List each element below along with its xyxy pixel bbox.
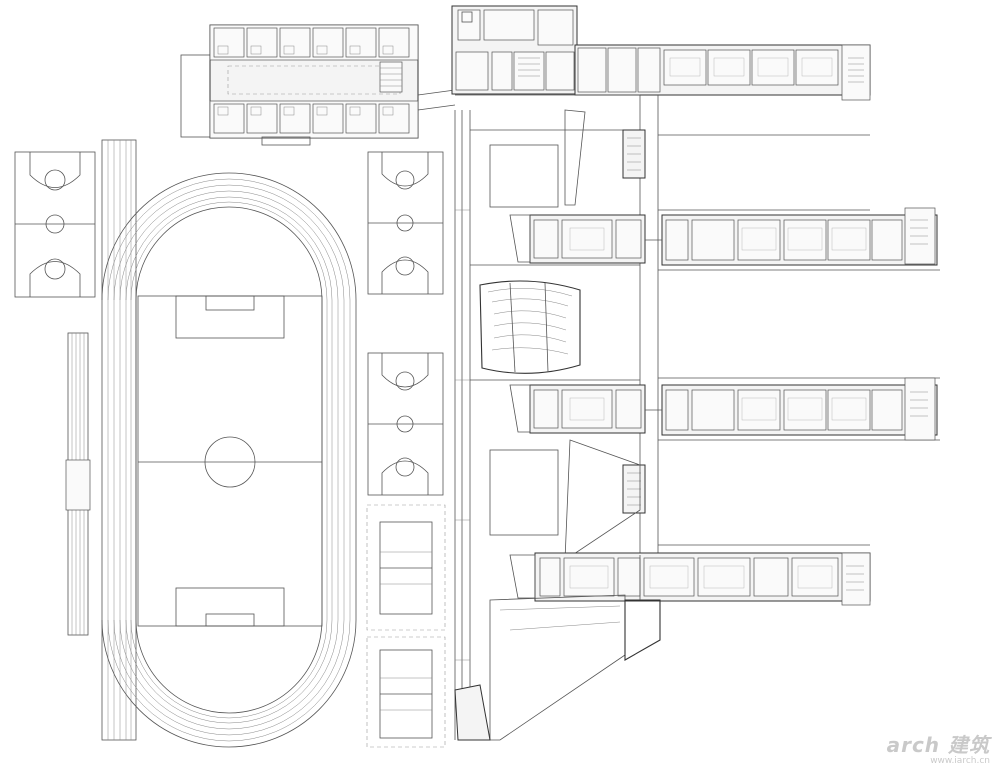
main-spine-corridor: [455, 94, 940, 555]
landscape-path-strip: [454, 110, 471, 740]
dorm-room: [279, 27, 311, 58]
dorm-room: [378, 103, 410, 134]
dorm-bathroom: [349, 106, 361, 116]
dorm-bathroom: [382, 45, 394, 55]
dorm-room: [312, 27, 344, 58]
dorm-room: [345, 27, 377, 58]
dorm-room: [246, 103, 278, 134]
dorm-bathroom: [217, 106, 229, 116]
classroom-wing-middle-lower: [509, 377, 938, 441]
stair-tower-lower: [622, 464, 646, 514]
dorm-bathroom: [316, 45, 328, 55]
classroom-wing-top: [574, 44, 871, 101]
grandstand-left: [65, 332, 91, 636]
dorm-room: [246, 27, 278, 58]
running-track: [101, 139, 357, 748]
dorm-bathroom: [283, 45, 295, 55]
dorm-room: [213, 27, 245, 58]
basketball-court-middle-upper: [367, 151, 444, 295]
basketball-court-middle-lower: [367, 352, 444, 496]
dorm-bathroom: [250, 106, 262, 116]
football-field: [137, 295, 323, 627]
dorm-bathroom: [217, 45, 229, 55]
classroom-wing-bottom: [509, 552, 871, 606]
watermark-logo: arch 建筑: [886, 733, 990, 757]
dorm-bathroom: [316, 106, 328, 116]
volleyball-court-lower: [366, 636, 446, 748]
dorm-room: [312, 103, 344, 134]
volleyball-court-upper: [366, 504, 446, 631]
classroom-wing-middle-upper: [509, 207, 938, 266]
stair-tower-upper: [622, 129, 646, 179]
dorm-room: [345, 103, 377, 134]
admin-building: [451, 5, 578, 95]
dorm-bathroom: [382, 106, 394, 116]
auditorium-seating: [479, 280, 581, 374]
wing-connectors: [639, 239, 662, 600]
courtyard-planes: [489, 109, 641, 561]
dorm-room: [378, 27, 410, 58]
dorm-room: [213, 103, 245, 134]
basketball-court-left: [14, 151, 96, 298]
watermark: arch 建筑 www.iarch.cn: [887, 729, 990, 766]
dorm-bathroom: [349, 45, 361, 55]
dormitory-block: [180, 24, 456, 146]
angled-entrance-building: [454, 594, 661, 741]
dorm-room: [279, 103, 311, 134]
dorm-bathroom: [283, 106, 295, 116]
dorm-bathroom: [250, 45, 262, 55]
watermark-url: www.iarch.cn: [930, 756, 990, 766]
